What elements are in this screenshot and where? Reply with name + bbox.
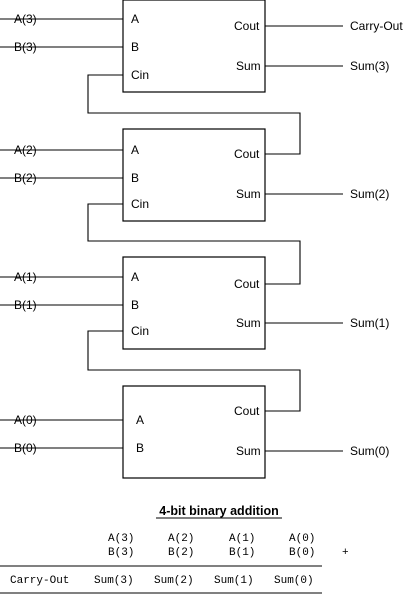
pin-a0-label: A <box>136 413 144 427</box>
full-adder-2-box <box>122 128 266 222</box>
addition-summary: 4-bit binary addition A(3) A(2) A(1) A(0… <box>0 504 349 594</box>
pin-sum3-label: Sum <box>236 59 261 73</box>
pin-cin2-label: Cin <box>131 197 149 211</box>
output-sum3-label: Sum(3) <box>350 59 389 73</box>
row-a-bit-3: A(3) <box>108 533 134 545</box>
pin-sum2-label: Sum <box>236 187 261 201</box>
input-b1-label: B(1) <box>14 298 37 312</box>
pin-cout2-label: Cout <box>234 147 260 161</box>
row-b-bit-0: B(0) <box>289 547 315 559</box>
input-b2-label: B(2) <box>14 171 37 185</box>
full-adder-bit-2: A(2) B(2) A B Cin Cout Sum Sum(2) <box>0 128 389 222</box>
half-adder-0-box <box>122 385 266 479</box>
result-carry-out: Carry-Out <box>10 575 69 587</box>
output-carry-out-label: Carry-Out <box>350 19 403 33</box>
pin-cout1-label: Cout <box>234 277 260 291</box>
input-a0-label: A(0) <box>14 413 37 427</box>
row-b-bit-1: B(1) <box>229 547 255 559</box>
addition-title: 4-bit binary addition <box>159 504 278 518</box>
pin-sum0-label: Sum <box>236 444 261 458</box>
row-b-bit-3: B(3) <box>108 547 134 559</box>
pin-cout0-label: Cout <box>234 404 260 418</box>
input-b0-label: B(0) <box>14 441 37 455</box>
result-sum1: Sum(1) <box>214 575 254 587</box>
pin-a1-label: A <box>131 270 139 284</box>
pin-b3-label: B <box>131 40 139 54</box>
full-adder-bit-3: A(3) B(3) A B Cin Cout Sum Carry-Out Sum… <box>0 0 403 93</box>
input-a1-label: A(1) <box>14 270 37 284</box>
result-sum0: Sum(0) <box>274 575 314 587</box>
full-adder-3-box <box>122 0 266 93</box>
wire-carry-2-to-3 <box>87 74 301 155</box>
pin-cout3-label: Cout <box>234 19 260 33</box>
pin-b1-label: B <box>131 298 139 312</box>
full-adder-1-box <box>122 256 266 350</box>
input-a2-label: A(2) <box>14 143 37 157</box>
pin-cin1-label: Cin <box>131 324 149 338</box>
plus-operator: + <box>342 547 349 559</box>
result-sum3: Sum(3) <box>94 575 134 587</box>
pin-b0-label: B <box>136 441 144 455</box>
row-a-bit-1: A(1) <box>229 533 255 545</box>
result-sum2: Sum(2) <box>154 575 194 587</box>
pin-a2-label: A <box>131 143 139 157</box>
input-b3-label: B(3) <box>14 40 37 54</box>
row-b-bit-2: B(2) <box>168 547 194 559</box>
full-adder-bit-1: A(1) B(1) A B Cin Cout Sum Sum(1) <box>0 256 389 350</box>
wire-carry-0-to-1 <box>87 330 301 412</box>
wire-carry-1-to-2 <box>87 203 301 285</box>
output-sum2-label: Sum(2) <box>350 187 389 201</box>
row-a-bit-0: A(0) <box>289 533 315 545</box>
half-adder-bit-0: A(0) B(0) A B Cout Sum Sum(0) <box>0 385 389 479</box>
output-sum0-label: Sum(0) <box>350 444 389 458</box>
row-a-bit-2: A(2) <box>168 533 194 545</box>
input-a3-label: A(3) <box>14 12 37 26</box>
pin-cin3-label: Cin <box>131 68 149 82</box>
output-sum1-label: Sum(1) <box>350 316 389 330</box>
pin-b2-label: B <box>131 171 139 185</box>
pin-sum1-label: Sum <box>236 316 261 330</box>
pin-a3-label: A <box>131 12 139 26</box>
